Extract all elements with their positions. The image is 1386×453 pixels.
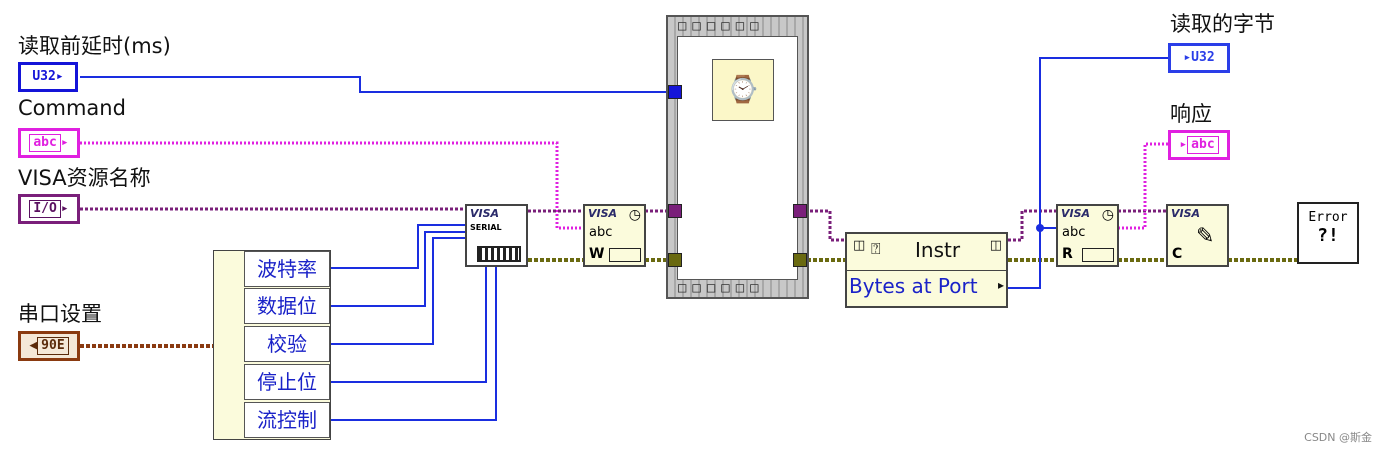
- ref-icon: ◫: [853, 238, 866, 253]
- clock-icon: ◷: [1101, 207, 1114, 223]
- close-tag: VISA: [1171, 207, 1201, 220]
- configure-sub: SERIAL: [470, 223, 502, 232]
- delay-control[interactable]: U32▸: [18, 62, 78, 92]
- error-symbol: ?!: [1317, 225, 1339, 246]
- response-wire: [1118, 142, 1172, 230]
- flat-sequence-frame[interactable]: □□□□□□ □□□□□□ ⌚: [666, 15, 809, 299]
- key-icon: ⍰: [871, 239, 881, 258]
- port-icon: [609, 248, 641, 262]
- command-label: Command: [18, 96, 126, 120]
- delay-wire: [80, 76, 675, 93]
- close-mode: C: [1172, 246, 1183, 262]
- command-control[interactable]: abc▸: [18, 128, 80, 158]
- bytes-read-indicator[interactable]: ▸U32: [1168, 43, 1230, 73]
- resource-type-text: I/O: [29, 200, 61, 218]
- command-wire: [80, 141, 585, 230]
- configure-tag: VISA: [470, 207, 500, 220]
- read-mode: R: [1062, 246, 1073, 262]
- bytes-read-label: 读取的字节: [1170, 12, 1275, 36]
- read-tag: VISA: [1061, 207, 1091, 220]
- bytes-junction: [1036, 224, 1044, 232]
- unbundle-field: 数据位: [244, 288, 330, 324]
- visa-close-node[interactable]: VISA ✎ C: [1166, 204, 1229, 267]
- property-out-arrow: ▸: [997, 278, 1004, 292]
- baud-wire: [330, 224, 466, 269]
- response-indicator[interactable]: ▸abc: [1168, 130, 1230, 160]
- property-node[interactable]: ◫ ⍰ Instr ◫ Bytes at Port ▸: [845, 232, 1008, 308]
- response-type-text: abc: [1187, 136, 1219, 154]
- bytes-wire: [1008, 227, 1058, 289]
- serial-type-text: 90E: [37, 337, 69, 355]
- wait-ms-node[interactable]: ⌚: [712, 59, 774, 121]
- visa-write-node[interactable]: VISA ◷ abc W: [583, 204, 646, 267]
- delay-label: 读取前延时(ms): [18, 34, 171, 58]
- visa-read-node[interactable]: VISA ◷ abc R: [1056, 204, 1119, 267]
- visa-ref-wire-3: [1008, 209, 1058, 242]
- property-class: Instr: [915, 238, 961, 262]
- unbundle-field: 校验: [244, 326, 330, 362]
- serial-control[interactable]: ◀90E: [18, 331, 80, 361]
- visa-configure-serial-node[interactable]: VISA SERIAL: [465, 204, 528, 267]
- tunnel-error-in: [668, 253, 682, 267]
- port-icon: [1082, 248, 1114, 262]
- error-text: Error: [1308, 210, 1348, 225]
- read-sub: abc: [1062, 225, 1086, 240]
- tunnel-visa-in: [668, 204, 682, 218]
- tunnel-delay: [668, 85, 682, 99]
- credit-text: CSDN @斯金: [1304, 431, 1372, 444]
- serial-label: 串口设置: [18, 302, 102, 326]
- tunnel-error-out: [793, 253, 807, 267]
- resource-control[interactable]: I/O▸: [18, 194, 80, 224]
- write-mode: W: [589, 246, 605, 262]
- flow-wire: [330, 266, 497, 421]
- watch-icon: ⌚: [726, 75, 760, 105]
- bytes-read-type-text: U32: [1191, 50, 1215, 65]
- unbundle-field: 流控制: [244, 402, 330, 438]
- film-holes-top: □□□□□□: [678, 18, 765, 34]
- close-document-icon: ✎: [1196, 224, 1215, 249]
- unbundle-field: 停止位: [244, 364, 330, 400]
- property-header: ◫ ⍰ Instr ◫: [847, 234, 1006, 271]
- delay-type-text: U32: [32, 69, 56, 84]
- unbundle-node[interactable]: 波特率 数据位 校验 停止位 流控制: [213, 250, 331, 440]
- unbundle-field: 波特率: [244, 251, 330, 287]
- stopbits-wire: [330, 266, 487, 383]
- visa-ref-wire-2: [645, 209, 848, 242]
- write-tag: VISA: [588, 207, 618, 220]
- clock-icon: ◷: [628, 207, 641, 223]
- write-sub: abc: [589, 225, 613, 240]
- ref-out-icon: ◫: [989, 238, 1002, 253]
- bytes-indicator-wire: [1039, 57, 1172, 228]
- databits-wire: [330, 231, 466, 307]
- command-type-text: abc: [29, 134, 61, 152]
- tunnel-visa-out: [793, 204, 807, 218]
- resource-label: VISA资源名称: [18, 166, 151, 190]
- parity-wire: [330, 237, 466, 345]
- error-handler-node[interactable]: Error ?!: [1297, 202, 1359, 264]
- serial-connector-icon: [477, 246, 521, 262]
- film-holes-bottom: □□□□□□: [678, 280, 765, 296]
- response-label: 响应: [1170, 102, 1212, 126]
- property-item[interactable]: Bytes at Port: [849, 274, 978, 298]
